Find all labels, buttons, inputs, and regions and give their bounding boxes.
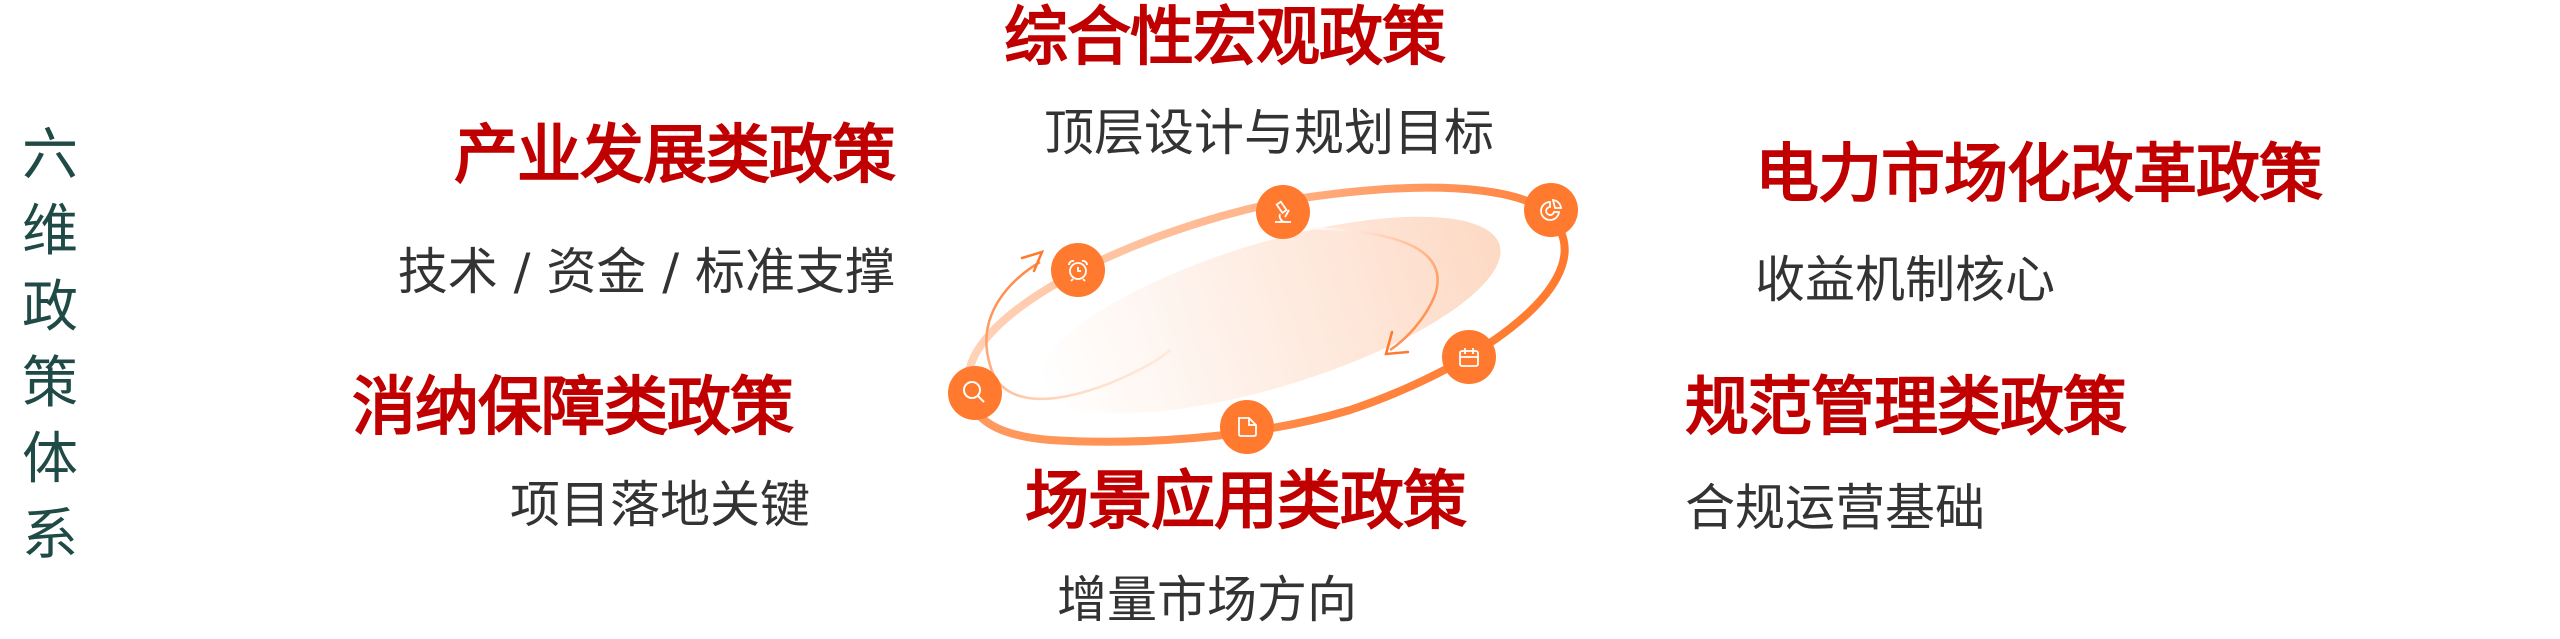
- title-char: 体: [22, 427, 78, 492]
- title-char: 系: [22, 503, 78, 568]
- policy-desc-consumption: 项目落地关键: [510, 476, 810, 534]
- policy-title-scenario: 场景应用类政策: [1025, 465, 1467, 539]
- policy-title-market-reform: 电力市场化改革政策: [1755, 138, 2323, 212]
- calendar-icon: [1459, 348, 1479, 367]
- policy-desc-regulation: 合规运营基础: [1685, 479, 1985, 537]
- policy-title-regulation: 规范管理类政策: [1685, 371, 2127, 445]
- node-alarm: [1051, 243, 1105, 297]
- title-char: 策: [22, 351, 78, 416]
- arrow-right-curve: [1304, 226, 1439, 352]
- vertical-title: 六 维 政 策 体 系: [18, 118, 82, 574]
- alarm-clock-icon: [1068, 260, 1088, 282]
- policy-desc-macro: 顶层设计与规划目标: [1044, 104, 1494, 162]
- pie-chart-icon: [1540, 198, 1563, 221]
- microscope-icon: [1275, 200, 1291, 223]
- orbit-diagram: [948, 183, 1578, 454]
- policy-title-macro: 综合性宏观政策: [1004, 1, 1446, 75]
- node-document: [1220, 400, 1274, 454]
- policy-title-consumption: 消纳保障类政策: [352, 371, 794, 445]
- title-char: 六: [22, 123, 78, 188]
- policy-desc-market-reform: 收益机制核心: [1755, 251, 2055, 309]
- node-calendar: [1442, 330, 1496, 384]
- policy-title-industry: 产业发展类政策: [454, 119, 896, 193]
- search-icon: [963, 381, 985, 403]
- core-glow: [1039, 216, 1501, 414]
- title-char: 维: [22, 199, 78, 264]
- document-icon: [1238, 417, 1257, 437]
- node-search: [948, 366, 1002, 420]
- policy-desc-industry: 技术 / 资金 / 标准支撑: [397, 243, 895, 301]
- arrow-right-head: [1384, 330, 1410, 356]
- title-char: 政: [22, 275, 78, 340]
- policy-desc-scenario: 增量市场方向: [1057, 571, 1357, 629]
- arrow-left-head: [1020, 250, 1045, 273]
- node-pie-chart: [1524, 183, 1578, 237]
- node-microscope: [1256, 185, 1310, 239]
